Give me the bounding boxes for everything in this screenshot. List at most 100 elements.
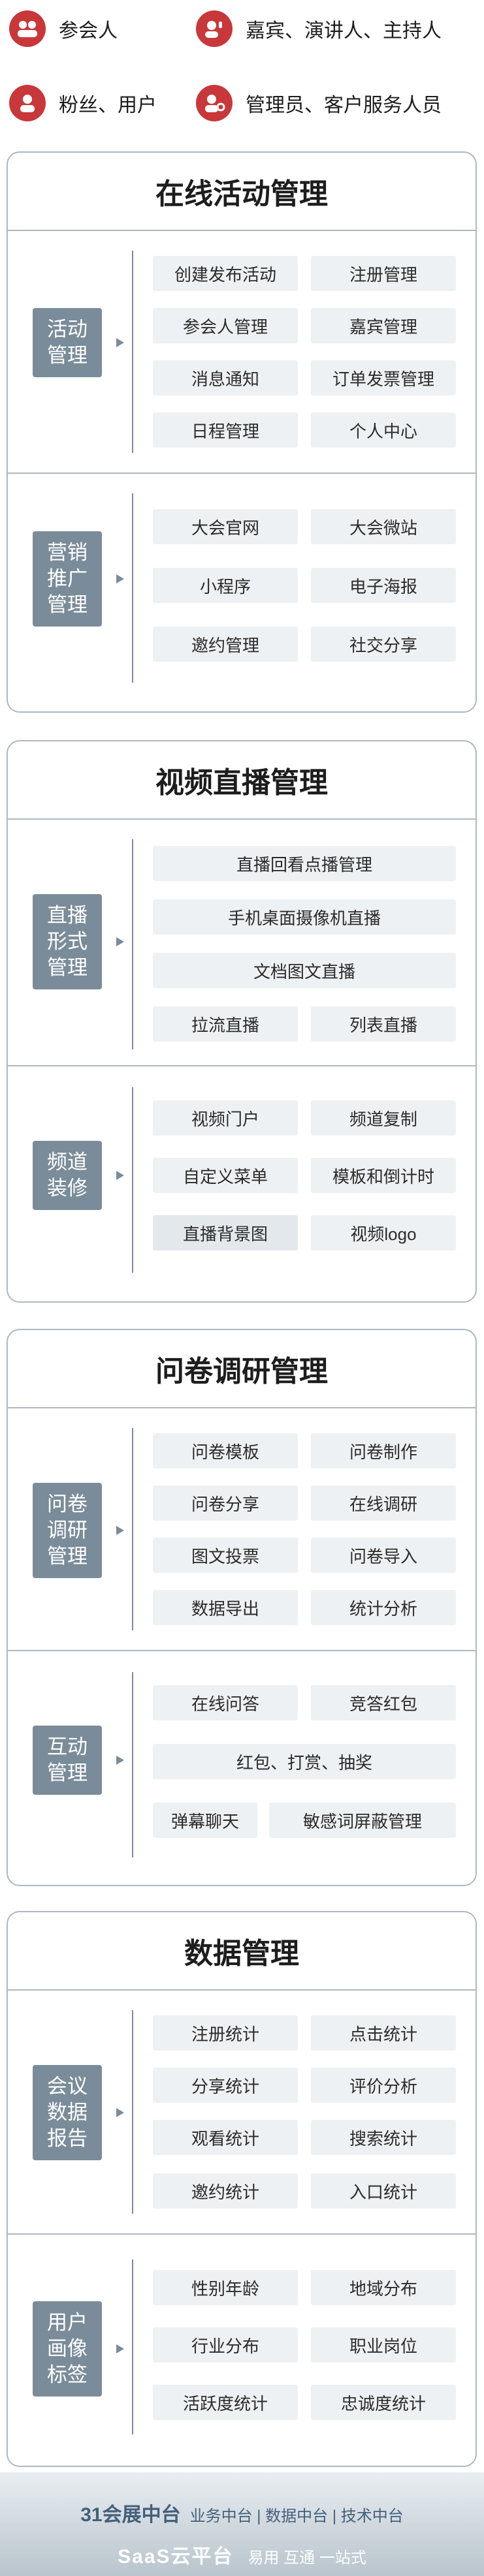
- role-label: 管理员、客户服务人员: [246, 95, 442, 116]
- menu-item[interactable]: 订单发票管理: [311, 360, 456, 396]
- role-admin: 管理员、客户服务人员: [196, 84, 442, 123]
- brand-name: 31会展中台: [80, 2504, 181, 2526]
- menu-item[interactable]: 问卷模板: [153, 1433, 298, 1468]
- arrow-icon: [116, 1526, 124, 1535]
- menu-item[interactable]: 入口统计: [311, 2173, 456, 2209]
- divider: [132, 839, 133, 1049]
- menu-item[interactable]: 小程序: [153, 568, 298, 603]
- category-label: 活动管理: [33, 308, 102, 377]
- menu-item[interactable]: 分享统计: [153, 2068, 298, 2103]
- menu-item[interactable]: 社交分享: [311, 627, 456, 662]
- menu-item[interactable]: 问卷导入: [311, 1538, 456, 1573]
- menu-item[interactable]: 大会微站: [311, 509, 456, 544]
- group-channel-decor: 频道装修 视频门户 频道复制 自定义菜单 模板和倒计时 直播背景图 视频logo: [8, 1068, 476, 1303]
- section-title: 问卷调研管理: [8, 1330, 476, 1408]
- role-attendee: 参会人: [9, 9, 118, 48]
- admin-icon: [196, 85, 233, 121]
- menu-item[interactable]: 性别年龄: [153, 2270, 298, 2305]
- divider: [132, 1672, 133, 1857]
- category-label: 营销推广管理: [33, 531, 102, 627]
- menu-item[interactable]: 数据导出: [153, 1590, 298, 1625]
- menu-item[interactable]: 搜索统计: [311, 2120, 456, 2155]
- speaker-icon: [196, 10, 233, 47]
- menu-item[interactable]: 邀约统计: [153, 2173, 298, 2209]
- menu-item[interactable]: 参会人管理: [153, 308, 298, 343]
- menu-item[interactable]: 职业岗位: [311, 2327, 456, 2363]
- section-event-management: 在线活动管理 活动管理 创建发布活动 注册管理 参会人管理 嘉宾管理 消息通知 …: [7, 151, 477, 713]
- group-event-admin: 活动管理 创建发布活动 注册管理 参会人管理 嘉宾管理 消息通知 订单发票管理 …: [8, 232, 476, 474]
- menu-item[interactable]: 行业分布: [153, 2327, 298, 2363]
- menu-item[interactable]: 直播回看点播管理: [153, 846, 456, 881]
- role-fan: 粉丝、用户: [9, 84, 157, 123]
- menu-item[interactable]: 文档图文直播: [153, 953, 456, 988]
- menu-item[interactable]: 弹幕聊天: [153, 1803, 257, 1838]
- divider: [132, 1428, 133, 1630]
- arrow-icon: [116, 1171, 124, 1180]
- menu-item[interactable]: 视频门户: [153, 1100, 298, 1136]
- divider: [132, 251, 133, 453]
- menu-item[interactable]: 竞答红包: [311, 1685, 456, 1720]
- menu-item[interactable]: 点击统计: [311, 2015, 456, 2051]
- role-label: 嘉宾、演讲人、主持人: [246, 20, 442, 42]
- menu-item[interactable]: 拉流直播: [153, 1006, 298, 1042]
- menu-item[interactable]: 电子海报: [311, 568, 456, 603]
- arrow-icon: [116, 2344, 124, 2353]
- menu-item[interactable]: 注册管理: [311, 256, 456, 291]
- category-label: 会议数据报告: [33, 2065, 102, 2160]
- arrow-icon: [116, 1756, 124, 1765]
- menu-item[interactable]: 列表直播: [311, 1006, 456, 1042]
- group-survey-admin: 问卷调研管理 问卷模板 问卷制作 问卷分享 在线调研 图文投票 问卷导入 数据导…: [8, 1410, 476, 1651]
- platform-subtitle: 易用 互通 一站式: [248, 2549, 366, 2567]
- menu-item[interactable]: 图文投票: [153, 1538, 298, 1573]
- role-speaker: 嘉宾、演讲人、主持人: [196, 9, 442, 48]
- menu-item[interactable]: 在线调研: [311, 1485, 456, 1521]
- menu-item[interactable]: 大会官网: [153, 509, 298, 544]
- group-interaction: 互动管理 在线问答 竞答红包 红包、打赏、抽奖 弹幕聊天 敏感词屏蔽管理: [8, 1653, 476, 1886]
- menu-item[interactable]: 手机桌面摄像机直播: [153, 899, 456, 935]
- footer-banner: 31会展中台业务中台 | 数据中台 | 技术中台 SaaS云平台易用 互通 一站…: [0, 2472, 484, 2576]
- menu-item[interactable]: 问卷制作: [311, 1433, 456, 1468]
- group-meeting-report: 会议数据报告 注册统计 点击统计 分享统计 评价分析 观看统计 搜索统计 邀约统…: [8, 1992, 476, 2235]
- menu-item[interactable]: 个人中心: [311, 412, 456, 448]
- menu-item[interactable]: 模板和倒计时: [311, 1158, 456, 1193]
- menu-item[interactable]: 消息通知: [153, 360, 298, 396]
- group-user-profile: 用户画像标签 性别年龄 地域分布 行业分布 职业岗位 活跃度统计 忠诚度统计: [8, 2236, 476, 2467]
- menu-item[interactable]: 观看统计: [153, 2120, 298, 2155]
- menu-item[interactable]: 地域分布: [311, 2270, 456, 2305]
- category-label: 频道装修: [33, 1141, 102, 1210]
- menu-item[interactable]: 邀约管理: [153, 627, 298, 662]
- section-title: 数据管理: [8, 1912, 476, 1991]
- menu-item[interactable]: 创建发布活动: [153, 256, 298, 291]
- role-label: 粉丝、用户: [59, 95, 157, 116]
- menu-item[interactable]: 活跃度统计: [153, 2385, 298, 2420]
- menu-item[interactable]: 直播背景图: [153, 1215, 298, 1250]
- category-label: 问卷调研管理: [33, 1483, 102, 1578]
- menu-item[interactable]: 注册统计: [153, 2015, 298, 2051]
- menu-item[interactable]: 敏感词屏蔽管理: [269, 1803, 456, 1838]
- menu-item[interactable]: 红包、打赏、抽奖: [153, 1744, 456, 1779]
- section-survey: 问卷调研管理 问卷调研管理 问卷模板 问卷制作 问卷分享 在线调研 图文投票 问…: [7, 1329, 477, 1886]
- group-marketing: 营销推广管理 大会官网 大会微站 小程序 电子海报 邀约管理 社交分享: [8, 475, 476, 713]
- brand-subtitle: 业务中台 | 数据中台 | 技术中台: [189, 2507, 404, 2525]
- section-title: 视频直播管理: [8, 741, 476, 820]
- menu-item[interactable]: 忠诚度统计: [311, 2385, 456, 2420]
- menu-item[interactable]: 评价分析: [311, 2068, 456, 2103]
- menu-item[interactable]: 日程管理: [153, 412, 298, 448]
- menu-item[interactable]: 频道复制: [311, 1100, 456, 1136]
- menu-item[interactable]: 在线问答: [153, 1685, 298, 1720]
- menu-item[interactable]: 问卷分享: [153, 1485, 298, 1521]
- menu-item[interactable]: 视频logo: [311, 1215, 456, 1250]
- group-live-format: 直播形式管理 直播回看点播管理 手机桌面摄像机直播 文档图文直播 拉流直播 列表…: [8, 821, 476, 1066]
- menu-item[interactable]: 嘉宾管理: [311, 308, 456, 343]
- user-icon: [9, 85, 46, 121]
- divider: [132, 2259, 133, 2434]
- footer-brand-line: 31会展中台业务中台 | 数据中台 | 技术中台: [0, 2498, 484, 2527]
- arrow-icon: [116, 2108, 124, 2117]
- menu-item[interactable]: 自定义菜单: [153, 1158, 298, 1193]
- section-title: 在线活动管理: [8, 153, 476, 231]
- menu-item[interactable]: 统计分析: [311, 1590, 456, 1625]
- category-label: 直播形式管理: [33, 894, 102, 989]
- divider: [132, 493, 133, 683]
- arrow-icon: [116, 574, 124, 583]
- divider: [132, 1087, 133, 1273]
